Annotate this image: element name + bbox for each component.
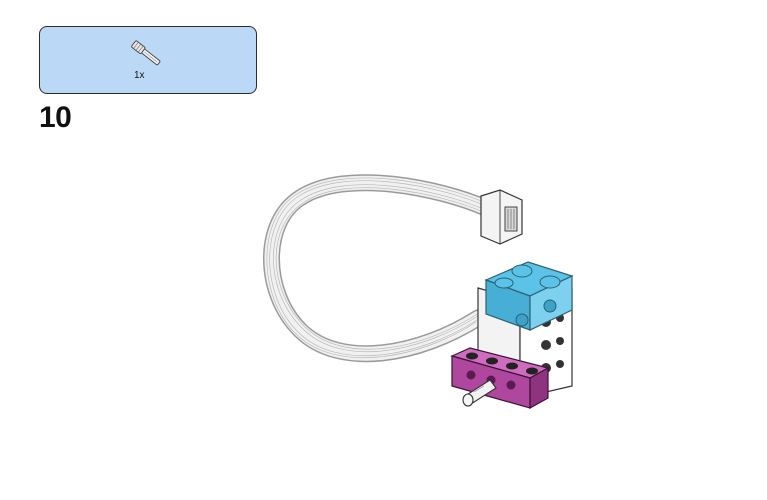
parts-list-box: 1x bbox=[39, 26, 257, 94]
motor-top-blue bbox=[484, 261, 574, 331]
axle-connector-icon bbox=[131, 40, 161, 66]
cable-connector bbox=[480, 189, 523, 245]
axle bbox=[462, 379, 497, 407]
ribbon-cable bbox=[263, 174, 495, 363]
step-number: 10 bbox=[39, 101, 72, 134]
part-quantity: 1x bbox=[134, 70, 145, 81]
